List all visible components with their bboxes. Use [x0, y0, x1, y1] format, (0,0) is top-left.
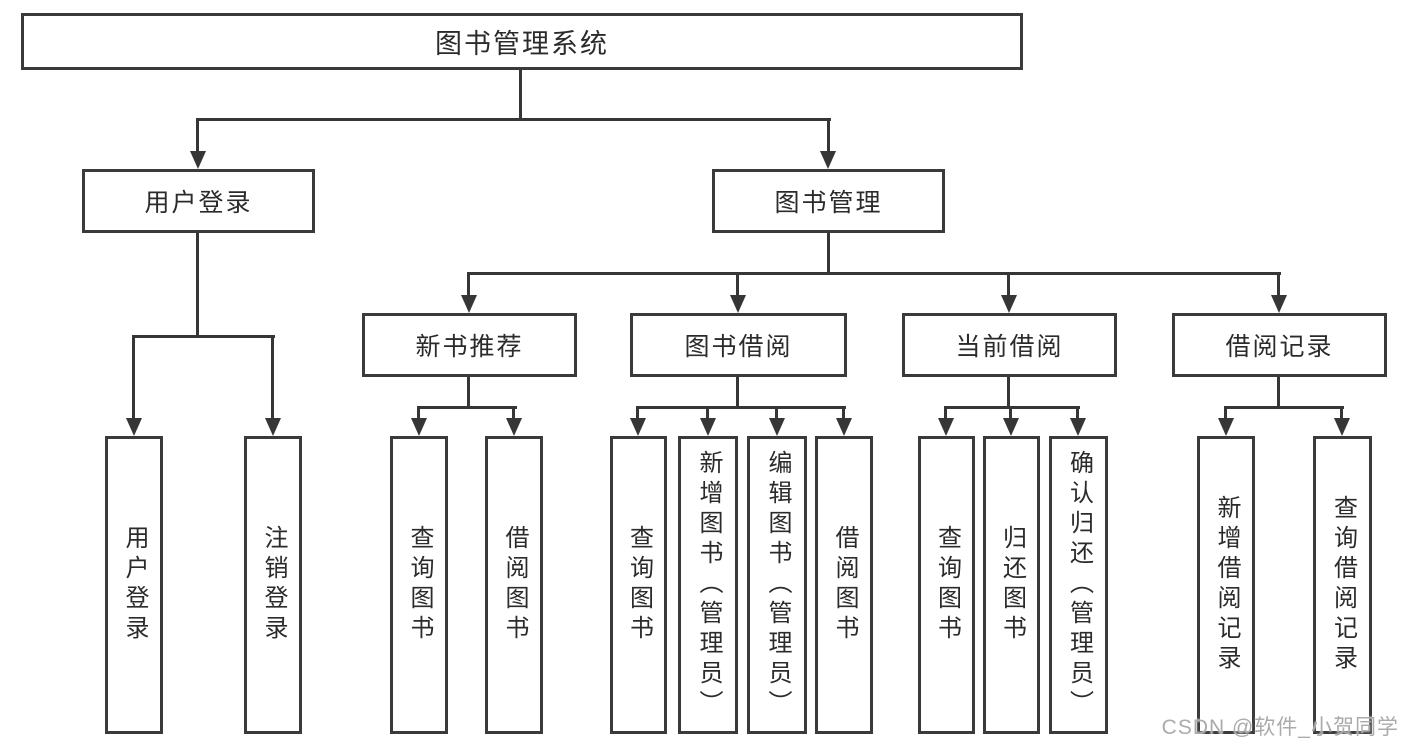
connector-to-cb-return-books [1009, 406, 1012, 418]
node-book-management: 图书管理 [712, 169, 945, 233]
connector-to-rec-query-books [417, 406, 420, 418]
arrowhead-down-icon [700, 418, 716, 436]
arrowhead-down-icon [126, 418, 142, 436]
leaf-rec-borrow-books: 借阅图书 [485, 436, 543, 734]
connector-book-management-split [468, 272, 1281, 275]
arrowhead-down-icon [506, 418, 522, 436]
connector-to-new-book-recommend [467, 272, 470, 295]
arrowhead-down-icon [265, 418, 281, 436]
connector-to-bb-query-books [636, 406, 639, 418]
connector-to-bb-add-books [706, 406, 709, 418]
connector-to-bb-borrow-books [842, 406, 845, 418]
connector-to-leaf-user-login [132, 335, 135, 418]
leaf-rec-query-books: 查询图书 [390, 436, 448, 734]
leaf-logout-login: 注销登录 [244, 436, 302, 734]
connector-to-current-borrow [1007, 272, 1010, 295]
connector-to-book-management [827, 118, 830, 151]
arrowhead-down-icon [411, 418, 427, 436]
arrowhead-down-icon [730, 295, 746, 313]
arrowhead-down-icon [769, 418, 785, 436]
arrowhead-down-icon [190, 151, 206, 169]
connector-to-rec-borrow-books [512, 406, 515, 418]
node-book-borrow: 图书借阅 [630, 313, 847, 377]
connector-book-borrow-split [637, 406, 846, 409]
arrowhead-down-icon [820, 151, 836, 169]
leaf-bb-add-books-admin: 新增图书（管理员） [678, 436, 738, 734]
leaf-cb-query-books: 查询图书 [918, 436, 975, 734]
arrowhead-down-icon [1001, 295, 1017, 313]
arrowhead-down-icon [938, 418, 954, 436]
connector-new-book-recommend-stem [467, 377, 470, 408]
connector-to-br-query-record [1340, 406, 1343, 418]
arrowhead-down-icon [1271, 295, 1287, 313]
leaf-cb-confirm-return-admin: 确认归还（管理员） [1049, 436, 1108, 734]
node-new-book-recommend: 新书推荐 [362, 313, 577, 377]
leaf-bb-query-books: 查询图书 [610, 436, 667, 734]
connector-root-split [197, 118, 831, 121]
connector-book-management-stem [827, 233, 830, 274]
leaf-br-add-record: 新增借阅记录 [1197, 436, 1255, 734]
node-user-login: 用户登录 [82, 169, 315, 233]
connector-book-borrow-stem [736, 377, 739, 408]
connector-to-leaf-logout [271, 335, 274, 418]
node-borrow-records: 借阅记录 [1172, 313, 1387, 377]
connector-root-stem [519, 70, 522, 120]
leaf-bb-borrow-books: 借阅图书 [815, 436, 873, 734]
arrowhead-down-icon [630, 418, 646, 436]
arrowhead-down-icon [1070, 418, 1086, 436]
connector-current-borrow-stem [1007, 377, 1010, 408]
leaf-cb-return-books: 归还图书 [983, 436, 1040, 734]
arrowhead-down-icon [1218, 418, 1234, 436]
connector-borrow-records-split [1225, 406, 1344, 409]
arrowhead-down-icon [1334, 418, 1350, 436]
leaf-bb-edit-books-admin: 编辑图书（管理员） [747, 436, 807, 734]
connector-to-user-login [196, 118, 199, 151]
arrowhead-down-icon [836, 418, 852, 436]
connector-new-book-recommend-split [417, 406, 517, 409]
connector-to-cb-confirm-return [1076, 406, 1079, 418]
connector-to-bb-edit-books [775, 406, 778, 418]
connector-user-login-stem [196, 233, 199, 337]
connector-current-borrow-split [945, 406, 1080, 409]
node-current-borrow: 当前借阅 [902, 313, 1117, 377]
leaf-br-query-record: 查询借阅记录 [1313, 436, 1372, 734]
arrowhead-down-icon [1003, 418, 1019, 436]
connector-to-borrow-records [1277, 272, 1280, 295]
arrowhead-down-icon [461, 295, 477, 313]
connector-to-br-add-record [1224, 406, 1227, 418]
node-root-library-management-system: 图书管理系统 [21, 13, 1023, 70]
connector-to-cb-query-books [944, 406, 947, 418]
leaf-user-login: 用户登录 [105, 436, 163, 734]
connector-user-login-split [133, 335, 275, 338]
csdn-watermark: CSDN @软件_小贺同学 [1161, 716, 1399, 739]
connector-to-book-borrow [736, 272, 739, 295]
connector-borrow-records-stem [1277, 377, 1280, 408]
